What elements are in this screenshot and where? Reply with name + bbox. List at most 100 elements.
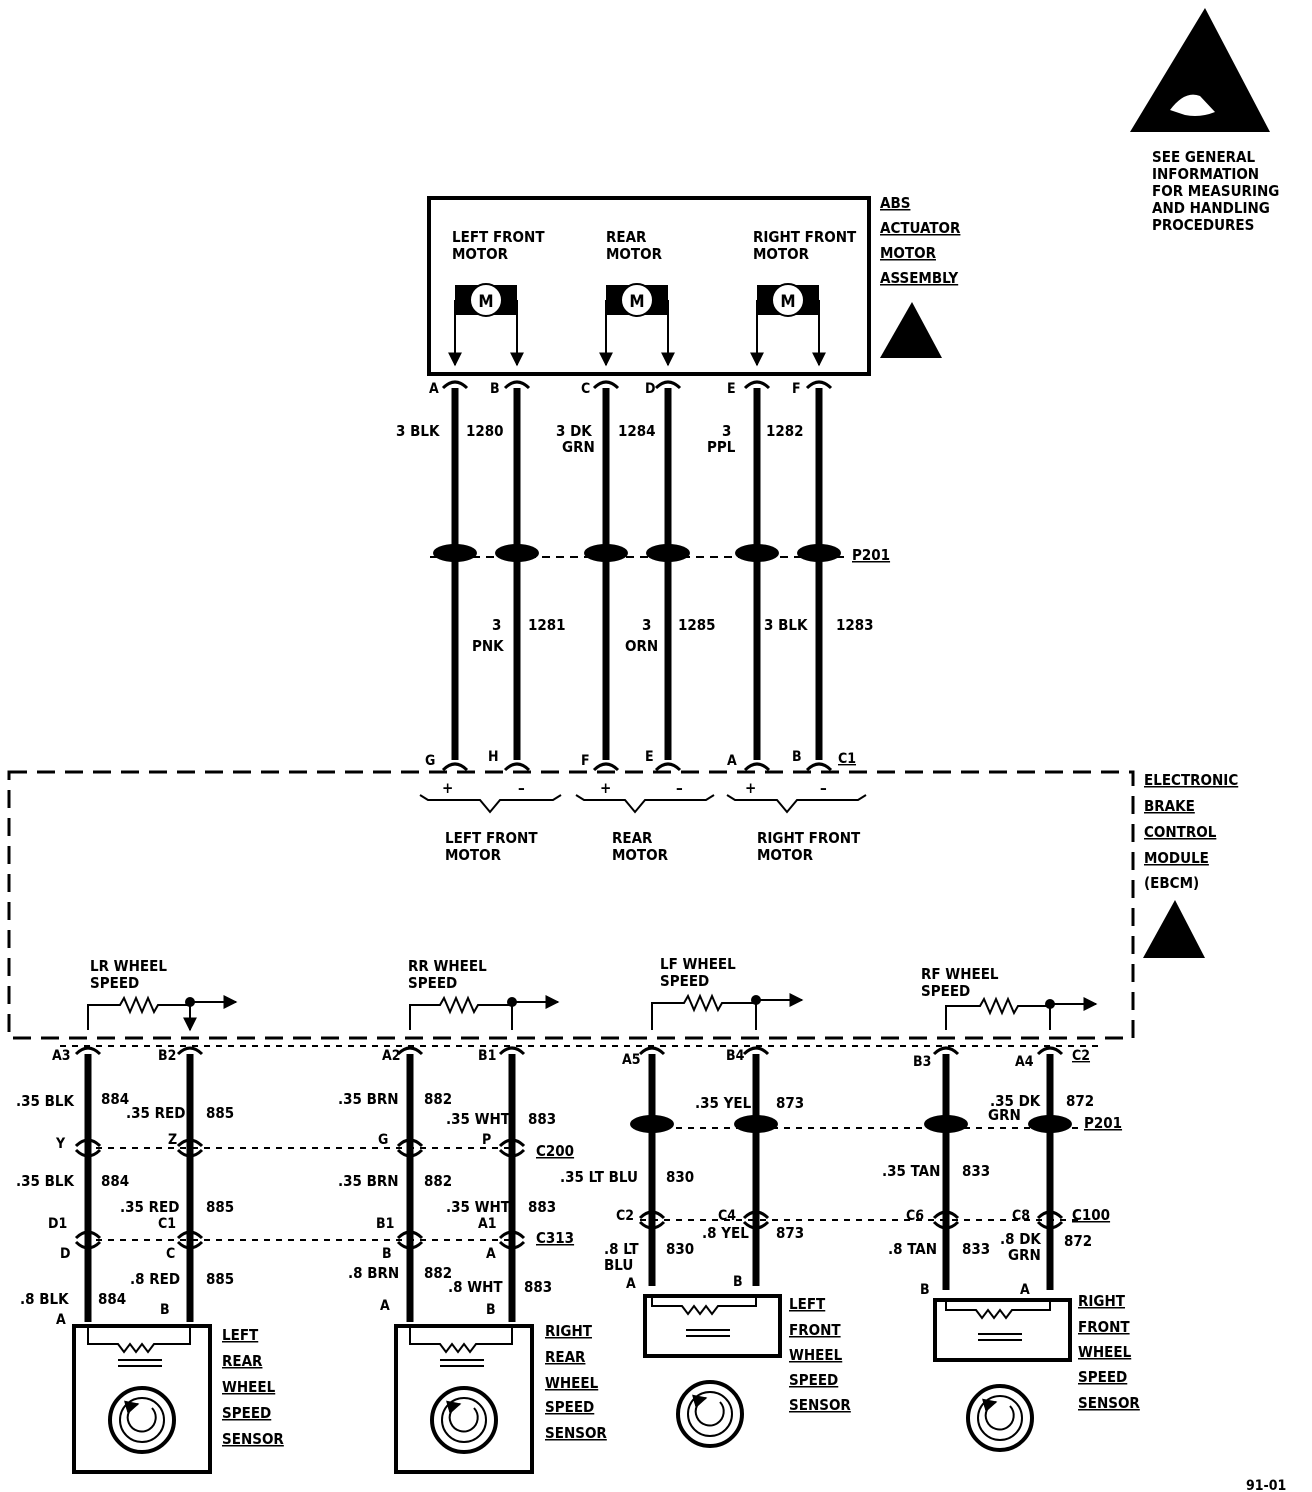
p201-motor-connector: P201 — [430, 544, 890, 564]
svg-text:.8 TAN: .8 TAN — [888, 1240, 937, 1258]
svg-text:P201: P201 — [852, 546, 890, 564]
svg-text:1281: 1281 — [528, 616, 566, 634]
svg-text:B: B — [920, 1282, 930, 1298]
svg-text:A: A — [56, 1312, 66, 1328]
svg-text:Y: Y — [55, 1136, 66, 1152]
svg-text:1282: 1282 — [766, 422, 804, 440]
svg-text:A: A — [727, 753, 737, 769]
svg-text:MOTOR: MOTOR — [753, 245, 810, 263]
esd-note: SEE GENERAL INFORMATION FOR MEASURING AN… — [1152, 148, 1279, 234]
right-rear-wheel-speed-sensor — [394, 1324, 534, 1474]
svg-text:G: G — [378, 1132, 388, 1148]
svg-text:PNK: PNK — [472, 637, 504, 655]
svg-text:.8 BLK: .8 BLK — [20, 1290, 69, 1308]
svg-text:882: 882 — [424, 1264, 452, 1282]
svg-text:.35 RED: .35 RED — [120, 1198, 179, 1216]
svg-text:(EBCM): (EBCM) — [1144, 874, 1199, 892]
svg-text:884: 884 — [101, 1172, 129, 1190]
svg-text:F: F — [581, 753, 590, 769]
svg-text:BRAKE: BRAKE — [1144, 797, 1195, 815]
svg-text:A: A — [486, 1246, 496, 1262]
svg-text:A1: A1 — [478, 1216, 497, 1232]
svg-text:A3: A3 — [52, 1048, 71, 1064]
svg-text:A4: A4 — [1015, 1054, 1034, 1070]
right-front-motor: M — [750, 283, 826, 367]
svg-text:885: 885 — [206, 1270, 234, 1288]
svg-text:A: A — [380, 1298, 390, 1314]
left-rear-wheel-speed-sensor — [72, 1324, 212, 1474]
ebcm-title: ELECTRONIC BRAKE CONTROL MODULE (EBCM) — [1144, 771, 1238, 892]
svg-text:ORN: ORN — [625, 637, 658, 655]
left-front-motor: M — [448, 283, 524, 367]
lf-wheel-speed-input: LF WHEEL SPEED — [651, 955, 804, 1030]
svg-text:1280: 1280 — [466, 422, 504, 440]
svg-text:SPEED: SPEED — [789, 1371, 838, 1389]
actuator-motor-labels: LEFT FRONT MOTOR REAR MOTOR RIGHT FRONT … — [452, 228, 857, 263]
svg-text:B1: B1 — [478, 1048, 496, 1064]
rear-motor: M — [599, 283, 675, 367]
svg-text:3 DK: 3 DK — [556, 422, 592, 440]
svg-text:C8: C8 — [1012, 1208, 1030, 1224]
svg-text:GRN: GRN — [988, 1106, 1021, 1124]
svg-text:REAR: REAR — [222, 1352, 263, 1370]
svg-text:E: E — [727, 381, 736, 397]
svg-text:BLU: BLU — [604, 1256, 633, 1274]
svg-text:LEFT FRONT: LEFT FRONT — [445, 829, 538, 847]
ebcm-box — [7, 770, 1135, 1040]
svg-text:A2: A2 — [382, 1048, 401, 1064]
svg-text:SPEED: SPEED — [1078, 1368, 1127, 1386]
svg-text:884: 884 — [98, 1290, 126, 1308]
svg-text:LF WHEEL: LF WHEEL — [660, 955, 736, 973]
svg-text:884: 884 — [101, 1090, 129, 1108]
svg-text:Z: Z — [168, 1132, 177, 1148]
svg-text:872: 872 — [1066, 1092, 1094, 1110]
svg-text:H: H — [488, 749, 499, 765]
svg-text:RF WHEEL: RF WHEEL — [921, 965, 999, 983]
lr-wheel-speed-input: LR WHEEL SPEED — [87, 957, 238, 1032]
svg-text:.8 DK: .8 DK — [1000, 1230, 1041, 1248]
front-c100-connector: C100 — [638, 1206, 1110, 1230]
svg-text:WHEEL: WHEEL — [1078, 1343, 1132, 1361]
svg-text:+: + — [442, 779, 453, 797]
svg-text:C100: C100 — [1072, 1206, 1110, 1224]
svg-text:B4: B4 — [726, 1048, 745, 1064]
svg-text:3: 3 — [492, 616, 501, 634]
svg-text:.35 BRN: .35 BRN — [338, 1090, 399, 1108]
ebcm-motor-pins: G H F E A B C1 — [425, 749, 856, 769]
svg-text:3: 3 — [722, 422, 731, 440]
svg-text:A: A — [429, 381, 439, 397]
svg-text:885: 885 — [206, 1104, 234, 1122]
svg-text:A: A — [1020, 1282, 1030, 1298]
svg-text:C4: C4 — [718, 1208, 736, 1224]
actuator-box — [427, 196, 871, 376]
svg-text:LEFT FRONT: LEFT FRONT — [452, 228, 545, 246]
svg-text:.35 BLK: .35 BLK — [16, 1172, 74, 1190]
svg-text:B3: B3 — [913, 1054, 931, 1070]
svg-text:SPEED: SPEED — [90, 974, 139, 992]
svg-text:INFORMATION: INFORMATION — [1152, 165, 1259, 183]
svg-text:RR WHEEL: RR WHEEL — [408, 957, 487, 975]
svg-text:.35 LT BLU: .35 LT BLU — [560, 1168, 638, 1186]
rf-wheel-speed-input: RF WHEEL SPEED — [921, 965, 1098, 1030]
svg-text:M: M — [780, 292, 795, 312]
svg-text:MOTOR: MOTOR — [445, 846, 502, 864]
svg-text:882: 882 — [424, 1172, 452, 1190]
right-front-sensor-label: RIGHT FRONT WHEEL SPEED SENSOR — [1078, 1292, 1140, 1412]
svg-text:REAR: REAR — [545, 1348, 586, 1366]
rr-wire-labels: .35 BRN 882 .35 WHT 883 G P C200 .35 BRN… — [338, 1090, 574, 1318]
lf-wire-labels: .35 YEL 873 .35 LT BLU 830 C2 C4 .8 YEL … — [560, 1094, 804, 1292]
svg-text:883: 883 — [528, 1110, 556, 1128]
svg-text:C: C — [581, 381, 590, 397]
svg-text:–: – — [820, 779, 827, 797]
esd-icon-actuator — [880, 302, 942, 358]
svg-text:883: 883 — [528, 1198, 556, 1216]
upper-wire-labels: 3 BLK 1280 3 DK GRN 1284 3 PPL 1282 — [396, 422, 804, 456]
svg-text:F: F — [792, 381, 801, 397]
svg-text:D1: D1 — [48, 1216, 67, 1232]
svg-text:.8 LT: .8 LT — [604, 1240, 639, 1258]
svg-text:+: + — [600, 779, 611, 797]
svg-text:.35 DK: .35 DK — [990, 1092, 1041, 1110]
svg-text:SENSOR: SENSOR — [1078, 1394, 1140, 1412]
lr-wire-labels: .35 BLK 884 .35 RED 885 Y Z .35 BLK 884 … — [16, 1090, 234, 1328]
